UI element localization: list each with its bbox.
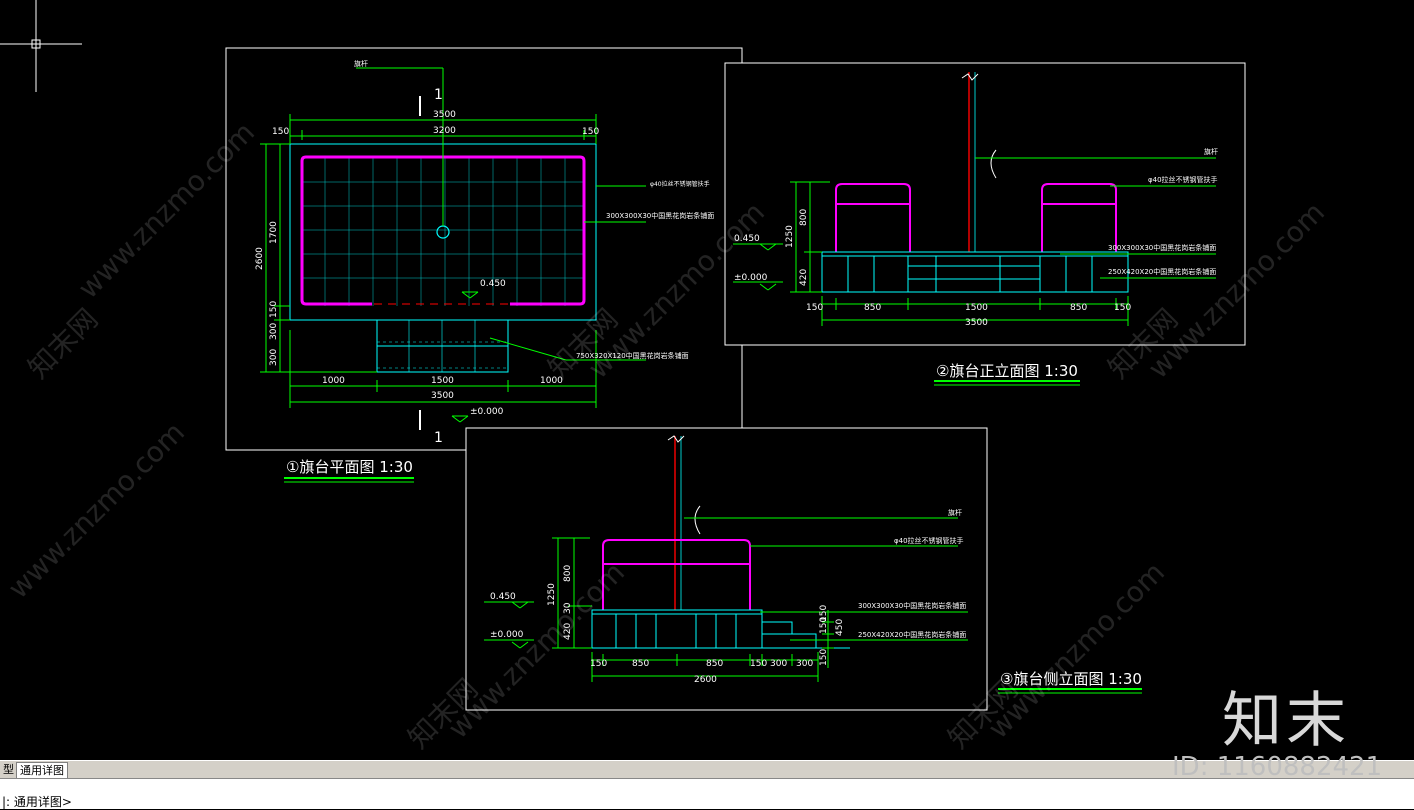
side-dim-150-vert-c: 150 <box>819 649 829 666</box>
front-dim-800: 800 <box>799 209 809 226</box>
side-dimension-lines <box>484 517 968 682</box>
watermark-site-4: www.znzmo.com <box>2 416 191 605</box>
plan-title: ①旗台平面图 1:30 <box>286 458 413 476</box>
cad-drawing-canvas[interactable]: 1 1 <box>0 0 1414 760</box>
side-dim-150-vert-b: 150 <box>819 617 829 634</box>
front-label-handrail: φ40拉丝不锈钢管扶手 <box>1148 175 1218 184</box>
front-dim-850-right: 850 <box>1070 303 1087 313</box>
side-level-ground: ±0.000 <box>490 630 524 640</box>
side-label-step: 250X420X20中国黑花岗岩条铺面 <box>858 630 966 639</box>
plan-section-mark-bottom: 1 <box>434 430 443 446</box>
crosshair-cursor-icon <box>0 0 82 92</box>
side-dim-30: 30 <box>563 602 573 614</box>
plan-label-pole: 旗杆 <box>354 59 368 68</box>
plan-dim-300b: 300 <box>269 323 279 340</box>
side-dim-850-a: 850 <box>632 659 649 669</box>
command-line[interactable]: |: 通用详图> <box>0 778 1414 809</box>
front-dim-150-left: 150 <box>806 303 823 313</box>
front-frame <box>724 62 1246 346</box>
front-dim-150-right: 150 <box>1114 303 1131 313</box>
plan-dim-2600: 2600 <box>255 247 265 270</box>
plan-dim-1000-right: 1000 <box>540 376 563 386</box>
plan-dim-1000-left: 1000 <box>322 376 345 386</box>
plan-section-mark-top: 1 <box>434 87 443 103</box>
plan-dim-3500-bottom: 3500 <box>431 391 454 401</box>
plan-step <box>376 319 509 373</box>
front-label-pole: 旗杆 <box>1204 147 1218 156</box>
side-dim-850-b: 850 <box>706 659 723 669</box>
side-dim-150-vert-a: 150 <box>819 605 829 622</box>
front-dim-3500: 3500 <box>965 318 988 328</box>
side-frame <box>465 427 988 711</box>
plan-dim-3500-top: 3500 <box>433 110 456 120</box>
plan-dim-3200: 3200 <box>433 126 456 136</box>
front-dim-420: 420 <box>799 269 809 286</box>
side-dim-420: 420 <box>563 623 573 640</box>
front-label-step: 250X420X20中国黑花岗岩条铺面 <box>1108 267 1216 276</box>
plan-level-ground: ±0.000 <box>470 407 504 417</box>
plan-dim-150-right: 150 <box>582 127 599 137</box>
side-dim-1250: 1250 <box>547 583 557 606</box>
front-dim-1500: 1500 <box>965 303 988 313</box>
side-dim-300-b: 300 <box>796 659 813 669</box>
side-title: ③旗台侧立面图 1:30 <box>1000 670 1142 688</box>
watermark-site-1: www.znzmo.com <box>72 116 261 305</box>
side-dim-300-a: 300 <box>770 659 787 669</box>
plan-label-step: 750X320X120中国黑花岗岩条铺面 <box>576 351 689 360</box>
tab-model[interactable]: 型 <box>3 763 14 776</box>
plan-dim-150-left: 150 <box>272 127 289 137</box>
side-label-tile: 300X300X30中国黑花岗岩条铺面 <box>858 601 966 610</box>
layout-tab-bar: 型 通用详图 <box>0 760 1414 778</box>
side-dim-150-left: 150 <box>590 659 607 669</box>
plan-dim-1500: 1500 <box>431 376 454 386</box>
watermark-logo: 知末 <box>1222 686 1350 756</box>
side-label-pole: 旗杆 <box>948 508 962 517</box>
side-label-handrail: φ40拉丝不锈钢管扶手 <box>894 536 964 545</box>
front-title: ②旗台正立面图 1:30 <box>936 362 1078 380</box>
front-label-tile: 300X300X30中国黑花岗岩条铺面 <box>1108 243 1216 252</box>
plan-dim-1700: 1700 <box>269 221 279 244</box>
front-elevation-view: 旗杆 φ40拉丝不锈钢管扶手 300X300X30中国黑花岗岩条铺面 250X4… <box>724 62 1246 386</box>
command-prompt-text: |: 通用详图> <box>2 795 72 809</box>
plan-label-tile: 300X300X30中国黑花岗岩条铺面 <box>606 211 714 220</box>
plan-flagpole-icon <box>436 225 450 239</box>
watermark-cn-1: 知末网 <box>22 302 105 385</box>
side-level-top: 0.450 <box>490 592 516 602</box>
plan-view: 1 1 <box>225 47 743 483</box>
tab-layout-detail[interactable]: 通用详图 <box>16 762 68 778</box>
plan-dimension-lines <box>260 67 646 423</box>
front-dimension-lines <box>733 157 1216 326</box>
side-dim-450: 450 <box>835 619 845 636</box>
front-dim-850-left: 850 <box>864 303 881 313</box>
side-dim-800: 800 <box>563 565 573 582</box>
side-elevation-view: 旗杆 φ40拉丝不锈钢管扶手 300X300X30中国黑花岗岩条铺面 250X4… <box>465 427 1142 711</box>
front-dim-1250: 1250 <box>785 225 795 248</box>
side-dim-150-b: 150 <box>750 659 767 669</box>
plan-level-top: 0.450 <box>480 279 506 289</box>
front-handrail <box>835 183 1117 252</box>
plan-dim-150-vert: 150 <box>269 301 279 318</box>
side-handrail <box>602 539 751 610</box>
plan-label-handrail: φ40拉丝不锈钢管扶手 <box>650 180 710 188</box>
front-level-ground: ±0.000 <box>734 273 768 283</box>
watermark-image-id: ID: 1160882421 <box>1172 752 1383 782</box>
plan-dim-300: 300 <box>269 349 279 366</box>
watermark-site-6: www.znzmo.com <box>982 556 1171 745</box>
front-level-top: 0.450 <box>734 234 760 244</box>
plan-tile-grid <box>302 156 584 306</box>
side-dim-2600: 2600 <box>694 675 717 685</box>
